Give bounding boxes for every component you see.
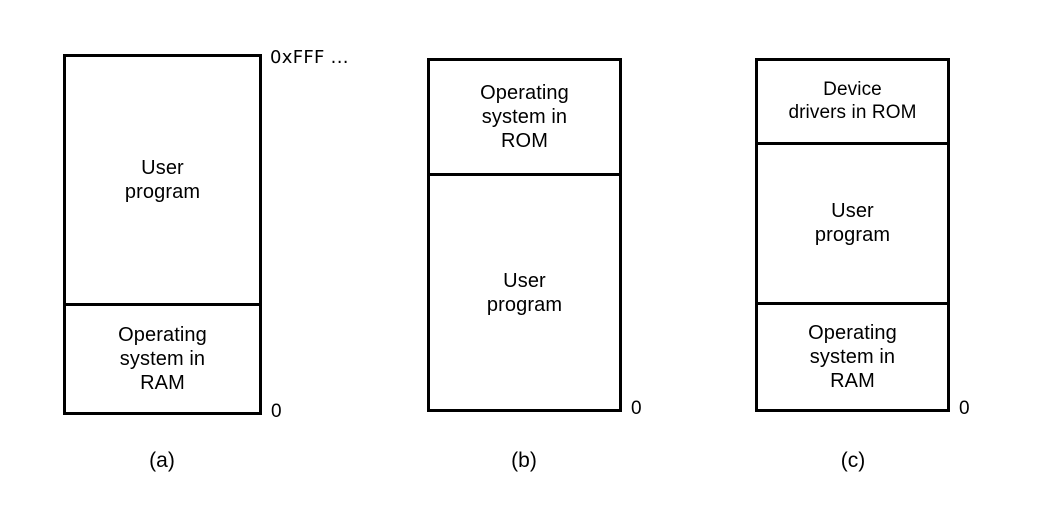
memory-segment-operating-system-ram-c: Operating system in RAM — [758, 301, 947, 409]
memory-diagram-a: User program Operating system in RAM — [63, 54, 262, 415]
memory-segment-device-drivers-rom-c: Device drivers in ROM — [758, 61, 947, 142]
memory-segment-user-program-b: User program — [430, 173, 619, 409]
segment-label: Operating system in ROM — [480, 82, 569, 153]
memory-diagram-b: Operating system in ROM User program — [427, 58, 622, 412]
memory-diagram-c: Device drivers in ROM User program Opera… — [755, 58, 950, 412]
segment-label: User program — [486, 269, 563, 316]
memory-segment-operating-system-ram-a: Operating system in RAM — [66, 303, 259, 412]
segment-label: User program — [814, 200, 891, 247]
memory-segment-operating-system-rom-b: Operating system in ROM — [430, 61, 619, 174]
panel-caption-a: (a) — [149, 449, 175, 472]
address-label-bottom-b: 0 — [631, 398, 642, 419]
memory-segment-user-program-c: User program — [758, 141, 947, 302]
address-label-top-a: 0xFFF ... — [270, 47, 349, 68]
panel-caption-c: (c) — [840, 449, 866, 472]
memory-segment-user-program-a: User program — [66, 57, 259, 303]
segment-label: Operating system in RAM — [808, 321, 897, 392]
segment-label: User program — [124, 157, 201, 203]
address-label-bottom-a: 0 — [271, 401, 282, 422]
segment-label: Device drivers in ROM — [788, 79, 917, 124]
segment-label: Operating system in RAM — [118, 324, 207, 394]
panel-caption-b: (b) — [511, 449, 537, 472]
address-label-bottom-c: 0 — [959, 398, 970, 419]
